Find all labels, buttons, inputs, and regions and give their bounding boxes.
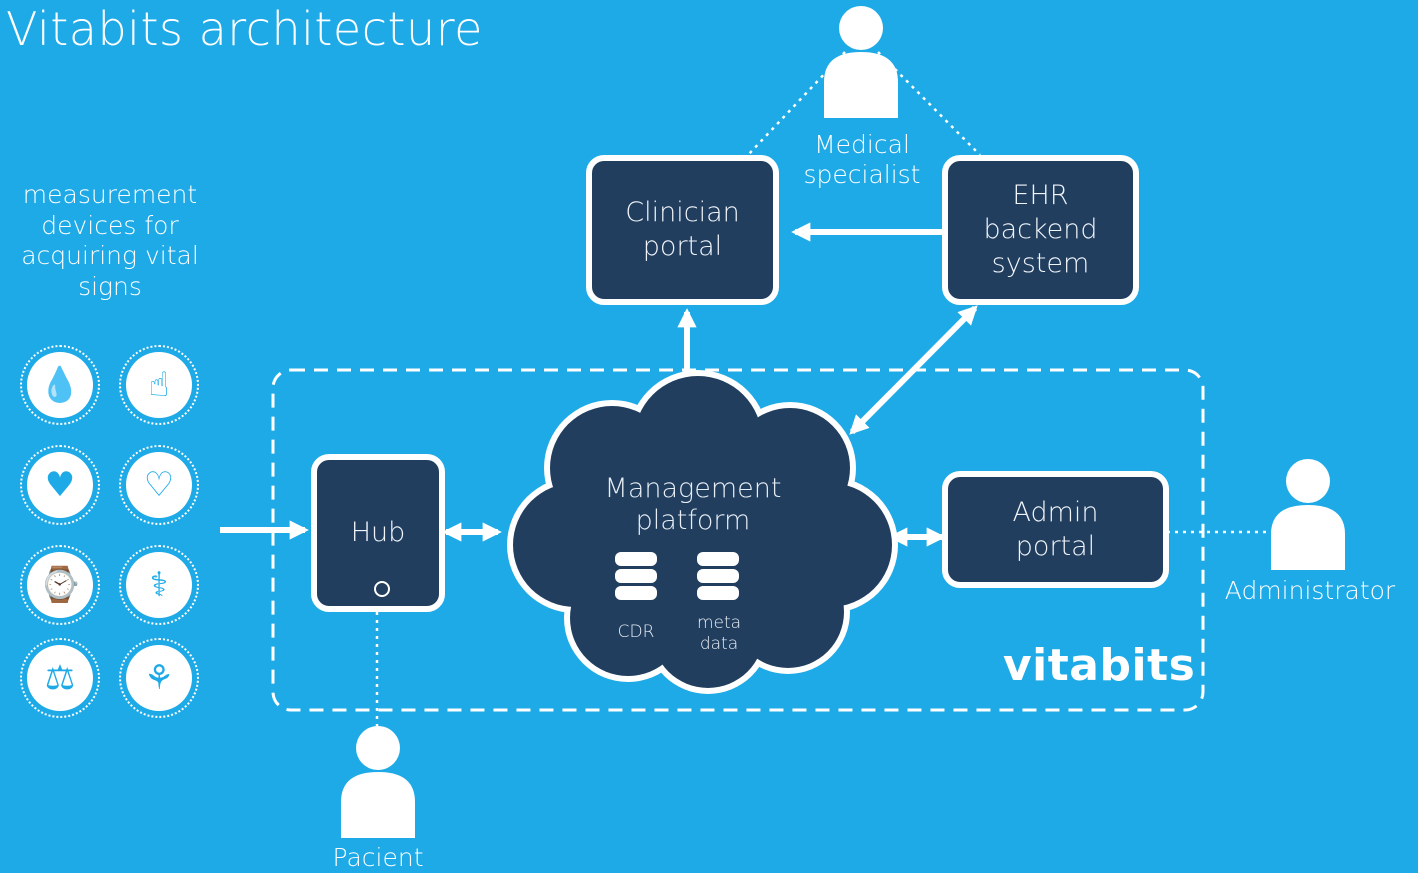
hub-button-icon [374,581,390,597]
meta-data-database-icon [697,552,739,600]
management-platform-label: Management platform [604,473,782,537]
lungs-icon: ⚘ [119,638,199,718]
weight-scale-icon: ⚖ [20,638,100,718]
patient-icon [341,726,415,838]
vitabits-boundary [271,368,1205,712]
cdr-database-icon [615,552,657,600]
vitabits-boundary-label: vitabits [1003,640,1196,691]
heart-clock-icon: ♥ [20,445,100,525]
medical-specialist-label: Medical specialist [803,130,921,189]
ehr-backend-node: EHR backend system [942,155,1139,305]
hub-node: Hub [311,454,445,612]
heart-ecg-icon: ♡ [119,445,199,525]
management-platform-cloud [507,370,898,694]
devices-label: measurement devices for acquiring vital … [21,180,199,301]
blood-drop-icon: 💧 [20,345,100,425]
thermometer-icon: ⚕ [119,545,199,625]
smartwatch-icon: ⌚ [20,545,100,625]
admin-portal-node: Admin portal [942,471,1169,588]
clinician-portal-node: Clinician portal [586,155,779,305]
patient-label: Pacient [332,843,424,872]
cdr-label: CDR [617,622,655,642]
page-title: Vitabits architecture [6,2,483,56]
meta-data-label: meta data [696,613,742,655]
finger-pulse-oximeter-icon: ☝ [119,345,199,425]
ehr-platform-arrow [849,305,978,435]
medical-specialist-icon [824,6,898,118]
administrator-label: Administrator [1224,576,1396,605]
administrator-icon [1271,459,1345,570]
